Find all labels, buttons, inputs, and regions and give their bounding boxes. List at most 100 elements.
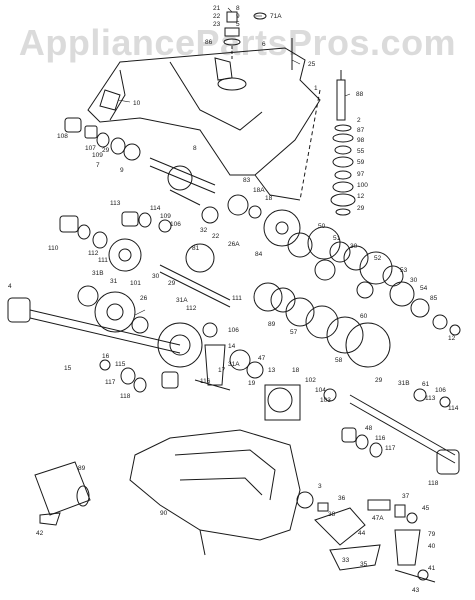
part-label: 12 (357, 193, 365, 200)
part-label: 113 (110, 200, 121, 207)
part-label: 18 (265, 195, 273, 202)
part-label: 29 (357, 205, 365, 212)
part-label: 8 (193, 145, 197, 152)
part-label: 104 (315, 387, 326, 394)
part-label: 5 (236, 21, 240, 28)
part-label: 89 (78, 465, 86, 472)
part-label: 50 (318, 223, 326, 230)
part-label: 87 (357, 127, 365, 134)
part-label: 31B (398, 380, 410, 387)
part-label: 26A (228, 241, 240, 248)
part-label: 15 (64, 365, 72, 372)
part-label: 36 (338, 495, 346, 502)
part-label: 71A (270, 13, 282, 20)
part-label: 38 (328, 511, 336, 518)
part-label: 47A (372, 515, 384, 522)
cylinder-90 (34, 461, 91, 516)
part-label: 51 (333, 235, 341, 242)
part-label: 6 (262, 41, 266, 48)
lower-bearings-left (99, 359, 179, 393)
part-label: 13 (268, 367, 276, 374)
top-hardware-stack (223, 11, 293, 70)
part-label: 109 (160, 213, 171, 220)
part-label: 114 (150, 205, 161, 212)
part-label: 40 (428, 543, 436, 550)
part-label: 115 (115, 361, 126, 368)
part-label: 55 (357, 148, 365, 155)
part-label: 53 (400, 267, 408, 274)
part-label: 114 (448, 405, 459, 412)
part-label: 29 (168, 280, 176, 287)
part-label: 10 (133, 100, 141, 107)
part-label: 59 (357, 159, 365, 166)
shaft-47 (7, 285, 203, 368)
part-label: 116 (200, 378, 211, 385)
part-label: 31 (110, 278, 118, 285)
part-label: 35 (360, 561, 368, 568)
part-label: 37 (402, 493, 410, 500)
part-label: 14 (228, 343, 236, 350)
part-label: 108 (57, 133, 68, 140)
part-label: 16 (102, 353, 110, 360)
part-label: 30 (410, 277, 418, 284)
part-label: 112 (186, 305, 197, 312)
part-label: 4 (8, 283, 12, 290)
part-label: 29 (375, 377, 383, 384)
part-label: 90 (160, 510, 168, 517)
part-label: 89 (268, 321, 276, 328)
part-label: 88 (356, 91, 364, 98)
part-label: 110 (48, 245, 59, 252)
part-label: 117 (105, 379, 116, 386)
part-label: 101 (130, 280, 141, 287)
part-label: 47 (258, 355, 266, 362)
part-label: 85 (430, 295, 438, 302)
part-label: 9 (120, 167, 124, 174)
part-label: 118 (120, 393, 131, 400)
part-label: 43 (412, 587, 420, 594)
part-label: 83 (243, 177, 251, 184)
part-label: 33 (342, 557, 350, 564)
part-label: 1 (314, 85, 318, 92)
part-label: 22 (212, 233, 220, 240)
shaft-8 (149, 157, 262, 219)
part-label: 109 (92, 152, 103, 159)
part-label: 84 (255, 251, 263, 258)
part-label: 41 (428, 565, 436, 572)
part-label: 12 (448, 335, 456, 342)
part-label: 79 (428, 531, 436, 538)
part-label: 3 (318, 483, 322, 490)
part-label: 30 (152, 273, 160, 280)
part-label: 111 (232, 295, 242, 302)
part-label: 45 (422, 505, 430, 512)
part-label: 111 (98, 257, 108, 264)
part-label: 22 (213, 13, 221, 20)
part-label: 117 (385, 445, 396, 452)
part-label: 97 (357, 171, 365, 178)
part-label: 31A (228, 361, 240, 368)
middle-bearings-left (59, 206, 231, 308)
part-label: 103 (320, 397, 331, 404)
part-label: 44 (358, 530, 366, 537)
part-label: 9 (236, 13, 240, 20)
part-label: 29 (102, 147, 110, 154)
part-label: 52 (374, 255, 382, 262)
part-label: 23 (213, 21, 221, 28)
right-gear-train (263, 209, 461, 336)
linkage-assembly (296, 491, 436, 583)
part-label: 58 (335, 357, 343, 364)
part-label: 100 (357, 182, 368, 189)
part-label: 17 (218, 367, 226, 374)
part-label: 86 (205, 39, 213, 46)
small-part-150 (39, 512, 61, 526)
part-label: 26 (140, 295, 148, 302)
part-label: 42 (36, 530, 44, 537)
part-label: 25 (308, 61, 316, 68)
part-label: 31A (176, 297, 188, 304)
part-label: 98 (357, 137, 365, 144)
left-bearing-group (64, 89, 141, 161)
part-label: 48 (365, 425, 373, 432)
part-label: 102 (305, 377, 316, 384)
part-label: 107 (85, 145, 96, 152)
part-label: 30 (350, 243, 358, 250)
